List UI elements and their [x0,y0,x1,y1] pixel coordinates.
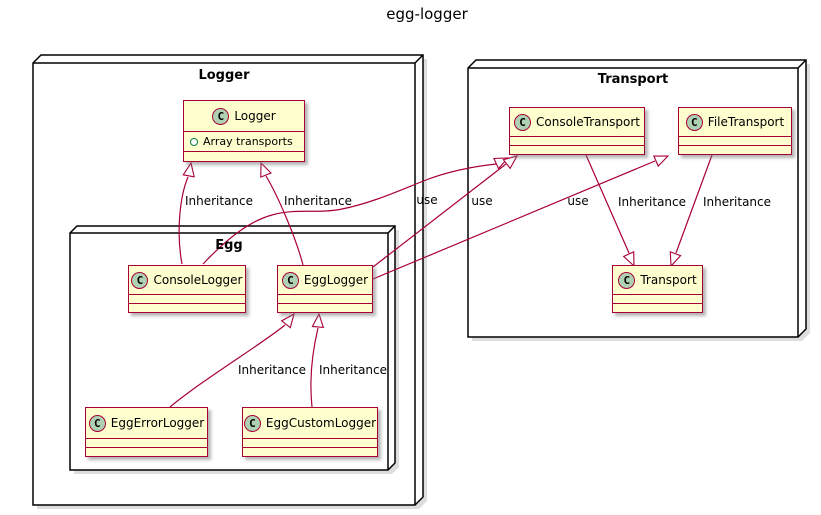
class-methods [243,447,377,456]
class-name: ConsoleLogger [153,273,243,287]
class-header: C EggCustomLogger [243,408,377,438]
class-name: Transport [640,273,697,287]
class-name: ConsoleTransport [536,115,640,129]
class-header: C ConsoleLogger [129,266,245,294]
edge-eggcustomlogger-egglogger [310,327,319,408]
edge-label-inheritance: Inheritance [237,363,307,377]
class-stereotype-icon: C [212,107,230,125]
arrowhead-icon [653,155,670,168]
edge-filetransport-transport [675,154,713,254]
class-methods [679,145,791,154]
class-eggcustomlogger: C EggCustomLogger [242,407,378,457]
class-name: FileTransport [707,115,785,129]
arrowhead-icon [311,312,325,329]
class-name: Logger [234,109,276,123]
arrowhead-icon [260,161,272,178]
edge-egglogger-consoletransport [372,163,507,268]
class-header: C EggErrorLogger [86,408,207,438]
package-bevel-edges [70,225,396,470]
edge-consoletransport-transport [585,154,630,254]
class-name: EggLogger [303,273,369,287]
class-methods [278,303,372,312]
arrowhead-icon [622,251,635,268]
package-bevel-edges [33,54,424,505]
class-filetransport: C FileTransport [678,107,792,155]
class-header: C EggLogger [278,266,372,294]
class-stereotype-icon: C [131,271,149,289]
class-methods [129,303,245,312]
class-eggerrorlogger: C EggErrorLogger [85,407,208,457]
class-fields [613,294,702,303]
field-label: Array transports [203,135,293,148]
class-fields [679,136,791,145]
edge-label-inheritance: Inheritance [617,195,687,209]
field-marker-icon [190,137,198,146]
class-stereotype-icon: C [88,414,106,432]
class-methods [510,145,644,154]
edge-label-inheritance: Inheritance [184,194,254,208]
package-bevel-edges [468,59,807,337]
class-methods [613,303,702,312]
class-consoletransport: C ConsoleTransport [509,107,645,155]
diagram-title: egg-logger [386,5,468,23]
class-fields [129,294,245,303]
class-consolelogger: C ConsoleLogger [128,265,246,313]
class-logger: C Logger Array transports [183,100,305,162]
class-stereotype-icon: C [514,113,532,131]
class-header: C Transport [613,266,702,294]
class-name: EggErrorLogger [110,416,205,430]
class-fields [86,438,207,447]
class-header: C FileTransport [679,108,791,136]
edge-consolelogger-consoletransport [202,163,497,265]
arrowhead-icon [280,312,295,329]
class-stereotype-icon: C [281,271,299,289]
class-egglogger: C EggLogger [277,265,373,313]
package-label-transport: Transport [597,72,669,87]
edge-egglogger-filetransport [372,160,656,280]
edge-label-inheritance: Inheritance [283,194,353,208]
class-stereotype-icon: C [685,113,703,131]
edge-label-use: use [416,193,438,207]
class-methods [86,447,207,456]
class-fields [278,294,372,303]
arrowhead-icon [182,161,195,178]
class-fields [510,136,644,145]
edge-label-use: use [471,194,493,208]
class-stereotype-icon: C [618,271,636,289]
package-label-logger: Logger [198,68,250,83]
class-transport: C Transport [612,265,703,313]
edge-label-use: use [567,194,589,208]
class-stereotype-icon: C [243,414,261,432]
class-fields: Array transports [184,131,304,151]
edge-egglogger-logger [265,175,304,266]
class-fields [243,438,377,447]
arrowhead-icon [669,251,682,268]
edge-consolelogger-logger [178,176,189,265]
edge-label-inheritance: Inheritance [702,195,772,209]
class-methods [184,151,304,161]
class-header: C Logger [184,101,304,131]
arrowhead-icon [502,155,519,170]
edge-eggerrorlogger-egglogger [169,324,286,408]
package-label-egg: Egg [215,238,243,253]
class-header: C ConsoleTransport [510,108,644,136]
edge-label-inheritance: Inheritance [318,363,388,377]
class-name: EggCustomLogger [265,416,377,430]
